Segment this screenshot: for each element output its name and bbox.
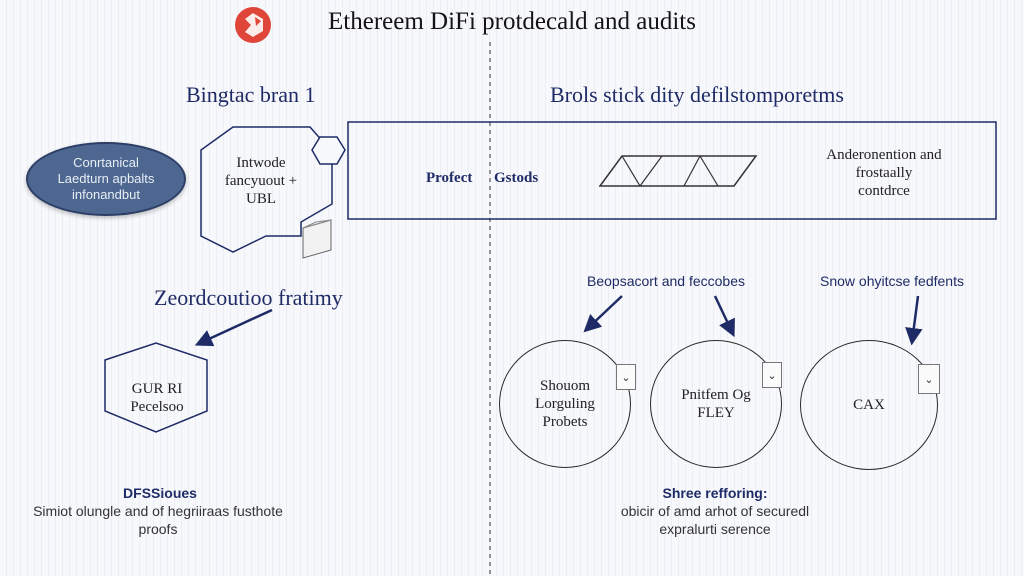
logo-icon bbox=[234, 6, 272, 44]
arrow-icon bbox=[583, 295, 623, 333]
hexagon-icon bbox=[311, 136, 346, 165]
feature-circle-3: CAX bbox=[800, 340, 938, 470]
circle-2-dropdown[interactable]: ⌄ bbox=[762, 362, 782, 388]
oval-line: Conrtanical bbox=[73, 155, 139, 170]
right-bottom-text: obicir of amd arhot of securedl expralur… bbox=[620, 503, 810, 537]
page-title: Ethereem DiFi protdecald and audits bbox=[328, 8, 696, 35]
hexagon-label: Intwode fancyuout + UBL bbox=[224, 155, 298, 207]
arrow-icon bbox=[905, 295, 923, 346]
callout-right: Snow ohyitcse fedfents bbox=[820, 273, 964, 289]
arrow-icon bbox=[194, 308, 273, 347]
right-bottom-title: Shree refforing: bbox=[662, 485, 768, 501]
chevron-down-icon: ⌄ bbox=[621, 370, 631, 384]
mid-heading: Zeordcoutioo fratimy bbox=[154, 285, 343, 310]
circle-1-dropdown[interactable]: ⌄ bbox=[616, 364, 636, 390]
left-bottom-title: DFSSioues bbox=[123, 485, 197, 501]
oval-line: Laedturn apbalts bbox=[57, 171, 155, 186]
arrow-icon bbox=[713, 295, 735, 338]
feature-circle-1: Shouom Lorguling Probets bbox=[499, 340, 631, 468]
cube-icon bbox=[302, 219, 332, 259]
chevron-down-icon: ⌄ bbox=[924, 372, 934, 386]
bar-label-goods: Gstods bbox=[494, 170, 539, 186]
bar-label-protect: Profect bbox=[426, 170, 473, 186]
left-heading: Bingtac bran 1 bbox=[186, 82, 316, 107]
feature-circle-2: Pnitfem Og FLEY bbox=[650, 340, 782, 468]
oval-line: infonandbut bbox=[72, 187, 140, 202]
info-oval: Conrtanical Laedturn apbalts infonandbut bbox=[26, 142, 186, 216]
circle-3-dropdown[interactable]: ⌄ bbox=[918, 364, 940, 394]
small-hex-label: GUR RI Pecelsoo bbox=[130, 381, 184, 415]
callout-left: Beopsacort and feccobes bbox=[587, 273, 745, 289]
chevron-down-icon: ⌄ bbox=[767, 368, 777, 382]
bar-right-text: Anderonention and frostaally contdrce bbox=[826, 147, 942, 199]
left-bottom-text: Simiot olungle and of hegriiraas fusthot… bbox=[33, 503, 283, 537]
right-heading: Brols stick dity defilstomporetms bbox=[550, 82, 844, 107]
